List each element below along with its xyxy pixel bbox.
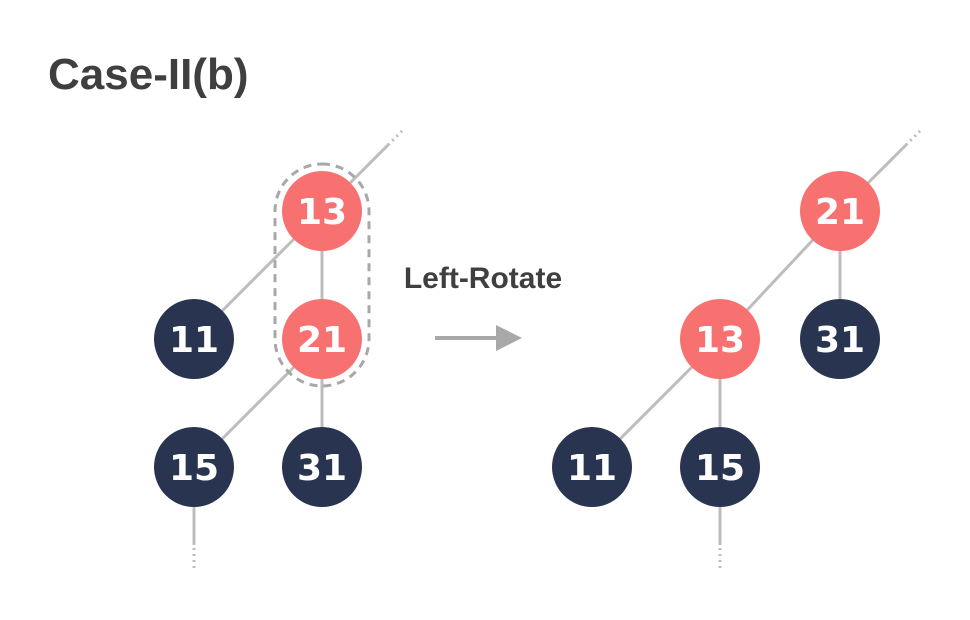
node-11-black (552, 427, 632, 507)
node-21-red (800, 171, 880, 251)
node-11-black (154, 299, 234, 379)
before-tree: 13 11 21 15 31 (154, 129, 404, 572)
node-13-red (282, 171, 362, 251)
node-13-red (680, 299, 760, 379)
node-label: 11 (567, 448, 617, 489)
highlight-capsule (273, 162, 371, 388)
node-31-black (800, 299, 880, 379)
node-label: 31 (815, 320, 865, 361)
node-label: 13 (297, 192, 347, 233)
tree-node: 31 (800, 299, 880, 379)
node-31-black (282, 427, 362, 507)
after-tree: 21 13 31 11 15 (552, 129, 922, 572)
edge-continuation-top (386, 129, 404, 147)
node-label: 21 (297, 320, 347, 361)
node-15-black (154, 427, 234, 507)
node-label: 15 (169, 448, 219, 489)
node-label: 11 (169, 320, 219, 361)
tree-node: 11 (154, 299, 234, 379)
tree-node: 21 (282, 299, 362, 379)
node-21-red (282, 299, 362, 379)
tree-node: 13 (282, 171, 362, 251)
tree-node: 15 (154, 427, 234, 507)
tree-node: 31 (282, 427, 362, 507)
tree-node: 15 (680, 427, 760, 507)
node-15-black (680, 427, 760, 507)
tree-node: 13 (680, 299, 760, 379)
operation-label: Left-Rotate (404, 262, 562, 295)
node-label: 31 (297, 448, 347, 489)
node-label: 15 (695, 448, 745, 489)
edge-continuation-top (904, 129, 922, 147)
tree-node: 21 (800, 171, 880, 251)
tree-node: 11 (552, 427, 632, 507)
node-label: 21 (815, 192, 865, 233)
node-label: 13 (695, 320, 745, 361)
page-title: Case-II(b) (48, 50, 249, 99)
right-arrow-icon (435, 325, 522, 351)
